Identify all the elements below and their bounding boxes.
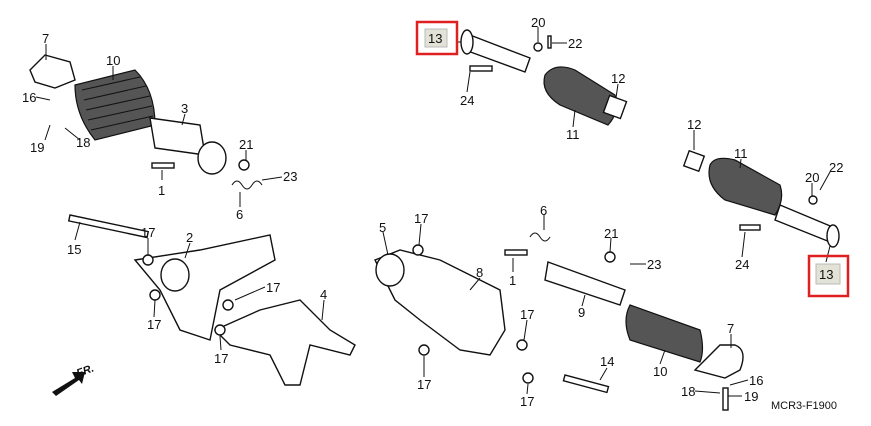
washer-17f bbox=[516, 339, 528, 351]
bracket-7b bbox=[693, 344, 744, 379]
callout-1[interactable]: 1 bbox=[158, 183, 165, 198]
callout-22[interactable]: 22 bbox=[829, 160, 843, 175]
washer-20 bbox=[533, 42, 543, 52]
callout-16[interactable]: 16 bbox=[749, 373, 763, 388]
step-bar-9 bbox=[544, 261, 626, 306]
pivot-3 bbox=[197, 141, 227, 175]
callout-13[interactable]: 13 bbox=[819, 267, 833, 282]
pin-13b bbox=[774, 204, 836, 243]
bolt-19 bbox=[722, 387, 729, 411]
callout-20[interactable]: 20 bbox=[531, 15, 545, 30]
left-footpeg-assembly bbox=[29, 54, 356, 396]
cotter-22 bbox=[547, 35, 552, 49]
pin-head-13 bbox=[460, 29, 474, 55]
grip-10 bbox=[74, 69, 156, 141]
callout-3[interactable]: 3 bbox=[181, 101, 188, 116]
callout-16[interactable]: 16 bbox=[22, 90, 36, 105]
callout-23[interactable]: 23 bbox=[283, 169, 297, 184]
callout-7[interactable]: 7 bbox=[727, 321, 734, 336]
callout-9[interactable]: 9 bbox=[578, 305, 585, 320]
ring-12b bbox=[682, 149, 706, 173]
callout-17[interactable]: 17 bbox=[417, 377, 431, 392]
washer-17d bbox=[214, 324, 226, 336]
washer-17b bbox=[149, 289, 161, 301]
spring-6 bbox=[231, 180, 263, 190]
leader-lines bbox=[35, 27, 831, 397]
bolt-24b bbox=[739, 224, 761, 231]
callout-12[interactable]: 12 bbox=[687, 117, 701, 132]
callout-6[interactable]: 6 bbox=[236, 207, 243, 222]
washer-17h bbox=[522, 372, 534, 384]
callout-17[interactable]: 17 bbox=[147, 317, 161, 332]
callout-7[interactable]: 7 bbox=[42, 31, 49, 46]
callout-6[interactable]: 6 bbox=[540, 203, 547, 218]
grip-11b bbox=[708, 157, 783, 216]
callout-10[interactable]: 10 bbox=[106, 53, 120, 68]
middle-footpeg-assembly bbox=[374, 29, 704, 394]
callout-14[interactable]: 14 bbox=[600, 354, 614, 369]
washer-21 bbox=[238, 159, 250, 171]
washer-20b bbox=[808, 195, 818, 205]
highlight-box-13-top bbox=[415, 20, 459, 56]
tag-13-right bbox=[815, 263, 841, 285]
bolt-14 bbox=[562, 374, 610, 394]
bracket-7 bbox=[29, 54, 76, 89]
callout-17[interactable]: 17 bbox=[520, 307, 534, 322]
washer-21b bbox=[604, 251, 616, 263]
callout-18[interactable]: 18 bbox=[76, 135, 90, 150]
callout-22[interactable]: 22 bbox=[568, 36, 582, 51]
diagram-code: MCR3-F1900 bbox=[771, 400, 837, 412]
pin-1b bbox=[504, 249, 528, 256]
bolt-15 bbox=[67, 214, 150, 239]
callout-19[interactable]: 19 bbox=[30, 140, 44, 155]
boss-2 bbox=[160, 258, 190, 292]
callout-1[interactable]: 1 bbox=[509, 273, 516, 288]
callout-5[interactable]: 5 bbox=[379, 220, 386, 235]
fr-arrow-icon bbox=[52, 372, 85, 396]
callout-17[interactable]: 17 bbox=[141, 225, 155, 240]
callout-18[interactable]: 18 bbox=[681, 384, 695, 399]
callout-23[interactable]: 23 bbox=[647, 257, 661, 272]
callout-20[interactable]: 20 bbox=[805, 170, 819, 185]
boss-5 bbox=[375, 253, 405, 287]
tag-13-top bbox=[424, 28, 448, 48]
washer-17e bbox=[412, 244, 424, 256]
pin-1 bbox=[151, 162, 175, 169]
callout-13[interactable]: 13 bbox=[428, 31, 442, 46]
grip-10b bbox=[625, 304, 704, 363]
callout-17[interactable]: 17 bbox=[414, 211, 428, 226]
callout-12[interactable]: 12 bbox=[611, 71, 625, 86]
front-direction-label: FR. bbox=[75, 362, 96, 379]
ring-12 bbox=[602, 94, 628, 120]
grip-11 bbox=[543, 66, 618, 126]
callout-11[interactable]: 11 bbox=[734, 146, 748, 161]
step-bar-3 bbox=[149, 117, 206, 156]
pin-head-13b bbox=[826, 224, 840, 248]
callout-17[interactable]: 17 bbox=[266, 280, 280, 295]
callout-8[interactable]: 8 bbox=[476, 265, 483, 280]
callout-24[interactable]: 24 bbox=[460, 93, 474, 108]
callout-19[interactable]: 19 bbox=[744, 389, 758, 404]
callout-24[interactable]: 24 bbox=[735, 257, 749, 272]
washer-17a bbox=[142, 254, 154, 266]
callout-21[interactable]: 21 bbox=[604, 226, 618, 241]
callout-11[interactable]: 11 bbox=[566, 127, 580, 142]
right-footpeg-assembly bbox=[682, 149, 840, 411]
bolt-24 bbox=[469, 65, 493, 72]
callout-21[interactable]: 21 bbox=[239, 137, 253, 152]
washer-17g bbox=[418, 344, 430, 356]
callout-4[interactable]: 4 bbox=[320, 287, 327, 302]
arm-4 bbox=[213, 299, 356, 386]
callout-2[interactable]: 2 bbox=[186, 230, 193, 245]
callout-15[interactable]: 15 bbox=[67, 242, 81, 257]
callout-10[interactable]: 10 bbox=[653, 364, 667, 379]
callout-17[interactable]: 17 bbox=[214, 351, 228, 366]
highlight-box-13-right bbox=[807, 254, 850, 298]
spring-6b bbox=[529, 232, 551, 242]
washer-17c bbox=[222, 299, 234, 311]
callout-17[interactable]: 17 bbox=[520, 394, 534, 409]
